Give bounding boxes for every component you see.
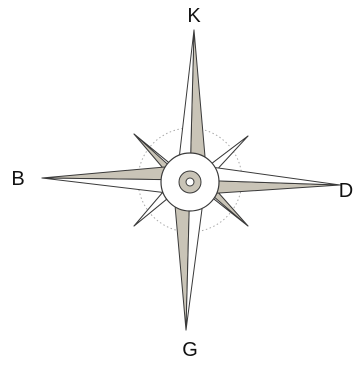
label-south: G [182,339,198,361]
label-north: K [187,5,201,27]
label-east: D [339,180,353,202]
center-hub-dot [186,178,194,186]
label-west: B [11,168,24,190]
compass-rose [42,30,340,330]
